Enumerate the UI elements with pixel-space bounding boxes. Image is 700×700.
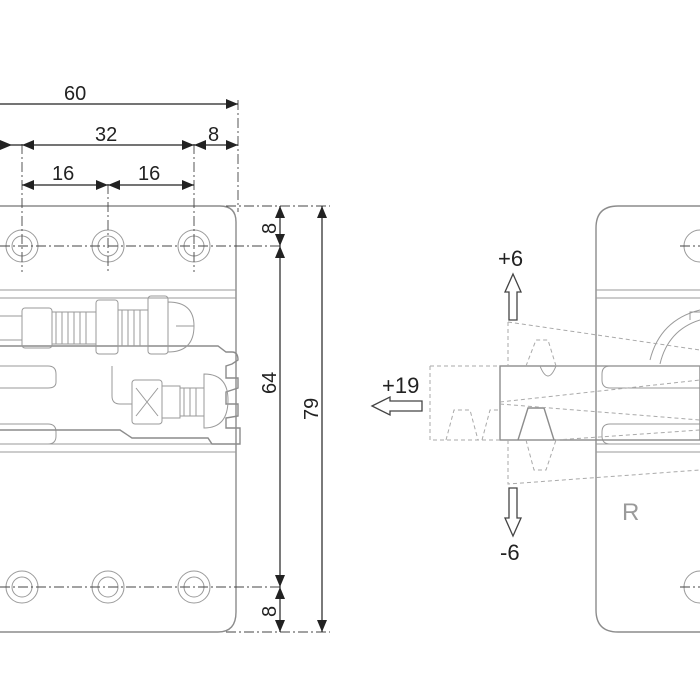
adjust-down-label: -6 bbox=[500, 540, 520, 565]
dimension-8-top: 8 bbox=[208, 124, 219, 146]
right-plate-outline bbox=[595, 205, 700, 633]
upper-slot bbox=[0, 365, 57, 389]
down-arrow-icon bbox=[503, 487, 523, 538]
lower-adjustment-screw bbox=[111, 366, 229, 429]
dimension-16-left: 16 bbox=[52, 163, 74, 185]
lower-slot bbox=[0, 423, 57, 445]
ghost-down-position bbox=[499, 379, 700, 485]
vertical-dimensions: 8 64 79 8 bbox=[259, 206, 327, 632]
side-marking: R bbox=[622, 499, 639, 526]
dimension-60: 60 bbox=[64, 83, 86, 105]
hinge-cup-profile bbox=[499, 365, 700, 441]
ghost-depth-position bbox=[429, 365, 500, 441]
adjust-up-label: +6 bbox=[498, 246, 523, 271]
left-arrow-icon bbox=[370, 395, 423, 417]
hinge-plate-outline bbox=[0, 205, 237, 633]
adjustment-view: R +6 bbox=[370, 205, 700, 633]
ghost-up-position bbox=[507, 321, 700, 367]
hinge-plate-view: 60 32 8 16 16 bbox=[0, 83, 330, 633]
dimension-16-right: 16 bbox=[138, 163, 160, 185]
hinge-arm bbox=[0, 345, 241, 445]
dimension-79: 79 bbox=[301, 398, 323, 420]
upper-adjustment-screw bbox=[0, 295, 195, 355]
horizontal-dimensions: 60 32 8 16 16 bbox=[0, 83, 238, 190]
dimension-8-lower-edge: 8 bbox=[259, 606, 281, 617]
dimension-64: 64 bbox=[259, 372, 281, 394]
dimension-8-upper-edge: 8 bbox=[259, 223, 281, 234]
up-arrow-icon bbox=[503, 272, 523, 321]
dimension-32: 32 bbox=[95, 124, 117, 146]
center-lines bbox=[0, 100, 330, 633]
adjust-depth-label: +19 bbox=[382, 373, 419, 398]
